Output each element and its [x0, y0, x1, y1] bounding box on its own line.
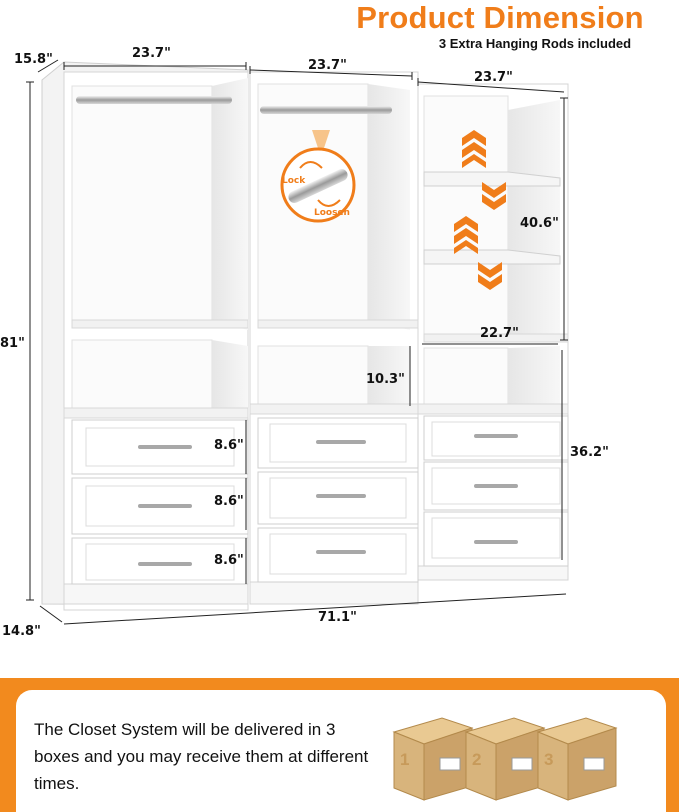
- rod-lock-callout: [280, 130, 356, 223]
- hanging-rods: [76, 96, 392, 114]
- box-number-2: 2: [472, 750, 482, 769]
- closet-illustration: [26, 59, 569, 625]
- depth-bottom-label: 14.8": [2, 624, 41, 639]
- total-height-label: 81": [0, 336, 25, 351]
- loosen-label: Loosen: [314, 208, 350, 218]
- box-icon: [464, 717, 546, 801]
- lock-label: Lock: [282, 176, 306, 186]
- box-icon: [536, 717, 618, 801]
- drawers: [71, 415, 569, 585]
- open-cubby-label: 10.3": [366, 372, 405, 387]
- page-subtitle: 3 Extra Hanging Rods included: [438, 36, 632, 51]
- dimension-lines: [26, 59, 568, 625]
- depth-top-label: 15.8": [14, 52, 53, 67]
- lower-height-label: 36.2": [570, 445, 609, 460]
- box-number-3: 3: [544, 750, 554, 769]
- box-icon: [392, 717, 474, 801]
- adjust-arrows: [454, 130, 506, 290]
- delivery-note: The Closet System will be delivered in 3…: [34, 720, 369, 793]
- total-width-label: 71.1": [318, 610, 357, 625]
- delivery-banner-panel: The Closet System will be delivered in 3…: [16, 690, 666, 812]
- drawer-height-3-label: 8.6": [214, 553, 244, 568]
- shelf-width-label: 22.7": [480, 326, 519, 341]
- shipping-boxes-illustration: [392, 717, 618, 801]
- width-middle-label: 23.7": [308, 58, 347, 73]
- drawer-height-2-label: 8.6": [214, 494, 244, 509]
- page-title: Product Dimension: [356, 0, 644, 35]
- drawer-height-1-label: 8.6": [214, 438, 244, 453]
- width-right-label: 23.7": [474, 70, 513, 85]
- box-number-1: 1: [400, 750, 410, 769]
- width-left-label: 23.7": [132, 46, 171, 61]
- delivery-banner: The Closet System will be delivered in 3…: [0, 678, 679, 812]
- shelf-height-label: 40.6": [520, 216, 559, 231]
